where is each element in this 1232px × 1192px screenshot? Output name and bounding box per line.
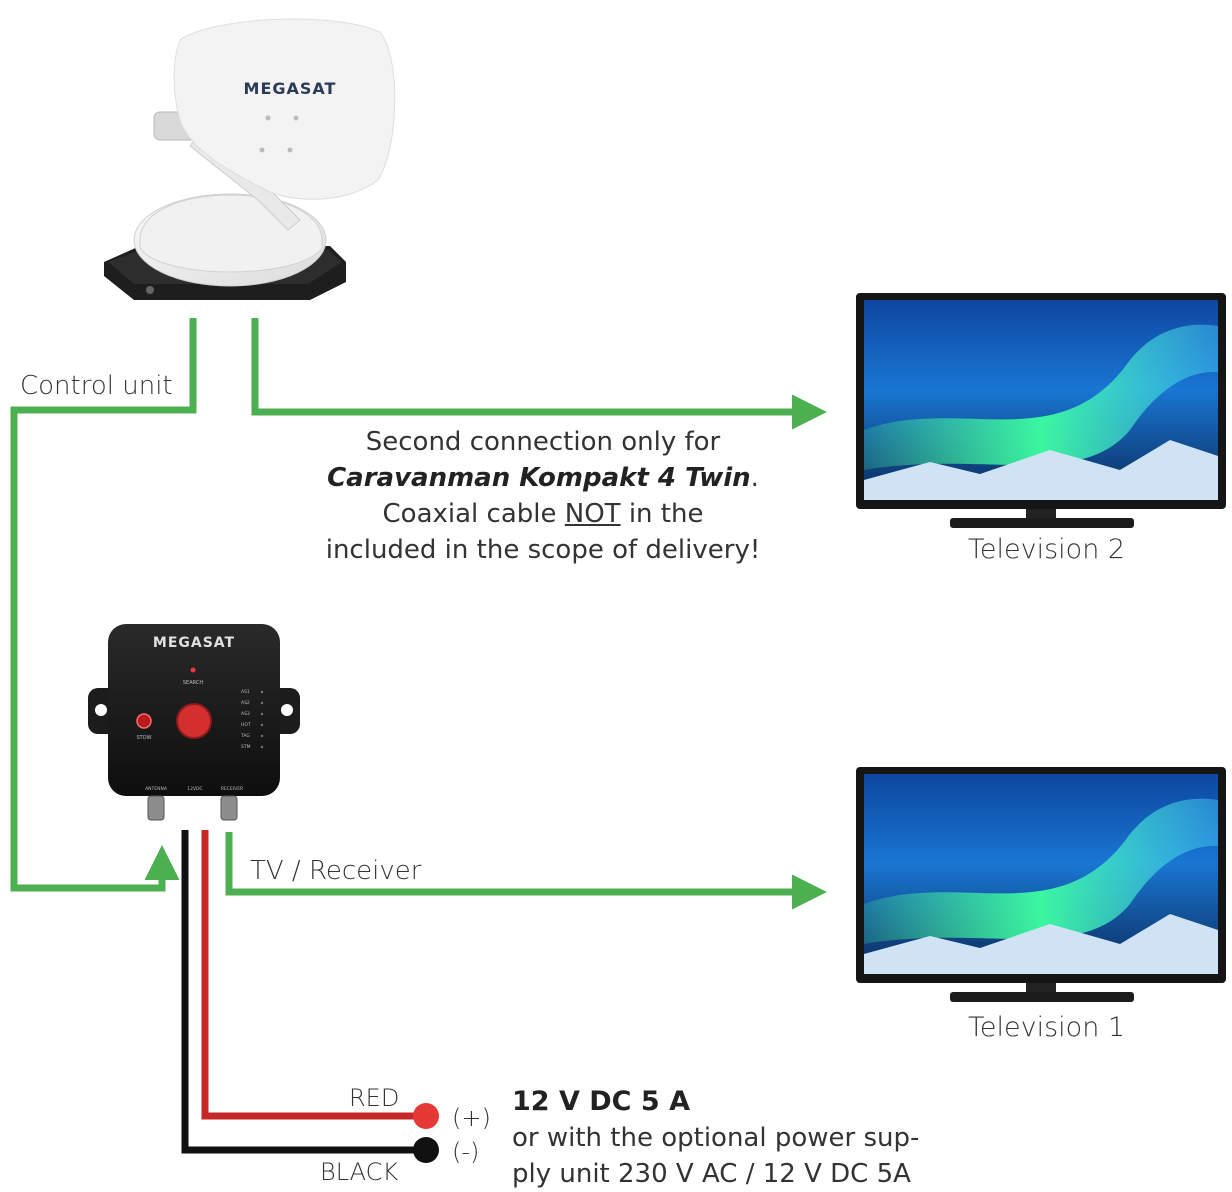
note-line: included in the scope of delivery! (325, 535, 761, 565)
note-cable-post: in the (620, 499, 704, 529)
antenna-dish-dot (293, 115, 299, 121)
antenna-connector (146, 286, 154, 294)
tv1-aurora (864, 798, 1218, 944)
product-suffix: . (750, 463, 759, 493)
control-box-brand-logo: MEGASAT (153, 635, 235, 651)
note-cable-line: Coaxial cable NOT in the (300, 496, 786, 532)
satellite-antenna: MEGASAT (104, 18, 396, 300)
power-spec-title: 12 V DC 5 A (512, 1086, 690, 1117)
wire-black (181, 830, 424, 1154)
antenna-brand-logo: MEGASAT (244, 79, 337, 98)
wire-red (201, 830, 424, 1120)
tv2-stand-base (950, 518, 1134, 528)
terminal-positive (413, 1103, 439, 1129)
indicator-led (260, 701, 264, 705)
tv2-mountains (864, 440, 1218, 500)
mount-hole (95, 704, 107, 716)
control-unit-label: Control unit (20, 371, 173, 401)
indicator-led (260, 745, 264, 749)
indicator-led (260, 723, 264, 727)
port-label-antenna: ANTENNA (145, 786, 168, 792)
antenna-port (147, 795, 165, 821)
cable-tv-receiver (225, 832, 827, 910)
antenna-dish-dot (287, 147, 293, 153)
television-1-label: Television 1 (968, 1012, 1126, 1043)
control-box: MEGASAT SEARCH STOW AS1 AS2 AS3 HOT TAG … (88, 624, 300, 821)
indicator-label: TAG (240, 733, 250, 739)
product-name: Caravanman Kompakt 4 Twin (327, 463, 751, 493)
terminal-negative (413, 1137, 439, 1163)
indicator-label: AS2 (241, 700, 250, 706)
power-spec: 12 V DC 5 A or with the optional power s… (512, 1084, 919, 1192)
note-not-emphasis: NOT (564, 499, 621, 529)
note-line: Second connection only for (365, 427, 721, 457)
cable-control-unit (10, 318, 197, 892)
port-label-receiver: RECEIVER (221, 786, 243, 792)
tv2-aurora (864, 324, 1218, 470)
indicator-led (260, 734, 264, 738)
search-button[interactable] (176, 703, 212, 739)
mount-hole (281, 704, 293, 716)
indicator-label: AS3 (241, 711, 250, 717)
note-cable-pre: Coaxial cable (382, 499, 565, 529)
indicator-led (260, 690, 264, 694)
indicator-label: AS1 (241, 689, 250, 695)
tv1-mountains (864, 914, 1218, 974)
search-led (190, 667, 196, 673)
tv1-stand-base (950, 992, 1134, 1002)
antenna-dish (173, 18, 396, 200)
indicator-led (260, 712, 264, 716)
stow-button[interactable] (136, 713, 152, 729)
television-2 (856, 293, 1226, 528)
stow-label: STOW (136, 735, 151, 741)
second-connection-note: Second connection only for Caravanman Ko… (300, 424, 786, 568)
indicator-label: STM (241, 744, 251, 750)
search-label: SEARCH (183, 680, 203, 686)
black-wire-label: BLACK (320, 1158, 399, 1186)
power-spec-line: ply unit 230 V AC / 12 V DC 5A (512, 1159, 911, 1189)
power-spec-line: or with the optional power sup- (512, 1123, 920, 1153)
receiver-port (220, 795, 238, 821)
television-1 (856, 767, 1226, 1002)
note-product-line: Caravanman Kompakt 4 Twin. (300, 460, 786, 496)
indicator-label: HOT (241, 722, 251, 728)
antenna-dish-dot (259, 147, 265, 153)
power-wires (181, 830, 424, 1154)
red-wire-label: RED (349, 1084, 400, 1112)
coax-cables (10, 318, 827, 910)
antenna-dish-dot (265, 115, 271, 121)
tv1-stand-neck (1026, 983, 1056, 993)
tv2-stand-neck (1026, 509, 1056, 519)
positive-terminal-label: (+) (452, 1104, 491, 1132)
negative-terminal-label: (-) (452, 1138, 480, 1166)
port-label-power: 12VDC (187, 786, 202, 792)
indicator-list: AS1 AS2 AS3 HOT TAG STM (240, 689, 264, 750)
television-2-label: Television 2 (968, 534, 1126, 565)
cable-second-connection (251, 318, 827, 430)
tv-receiver-label: TV / Receiver (250, 856, 422, 886)
